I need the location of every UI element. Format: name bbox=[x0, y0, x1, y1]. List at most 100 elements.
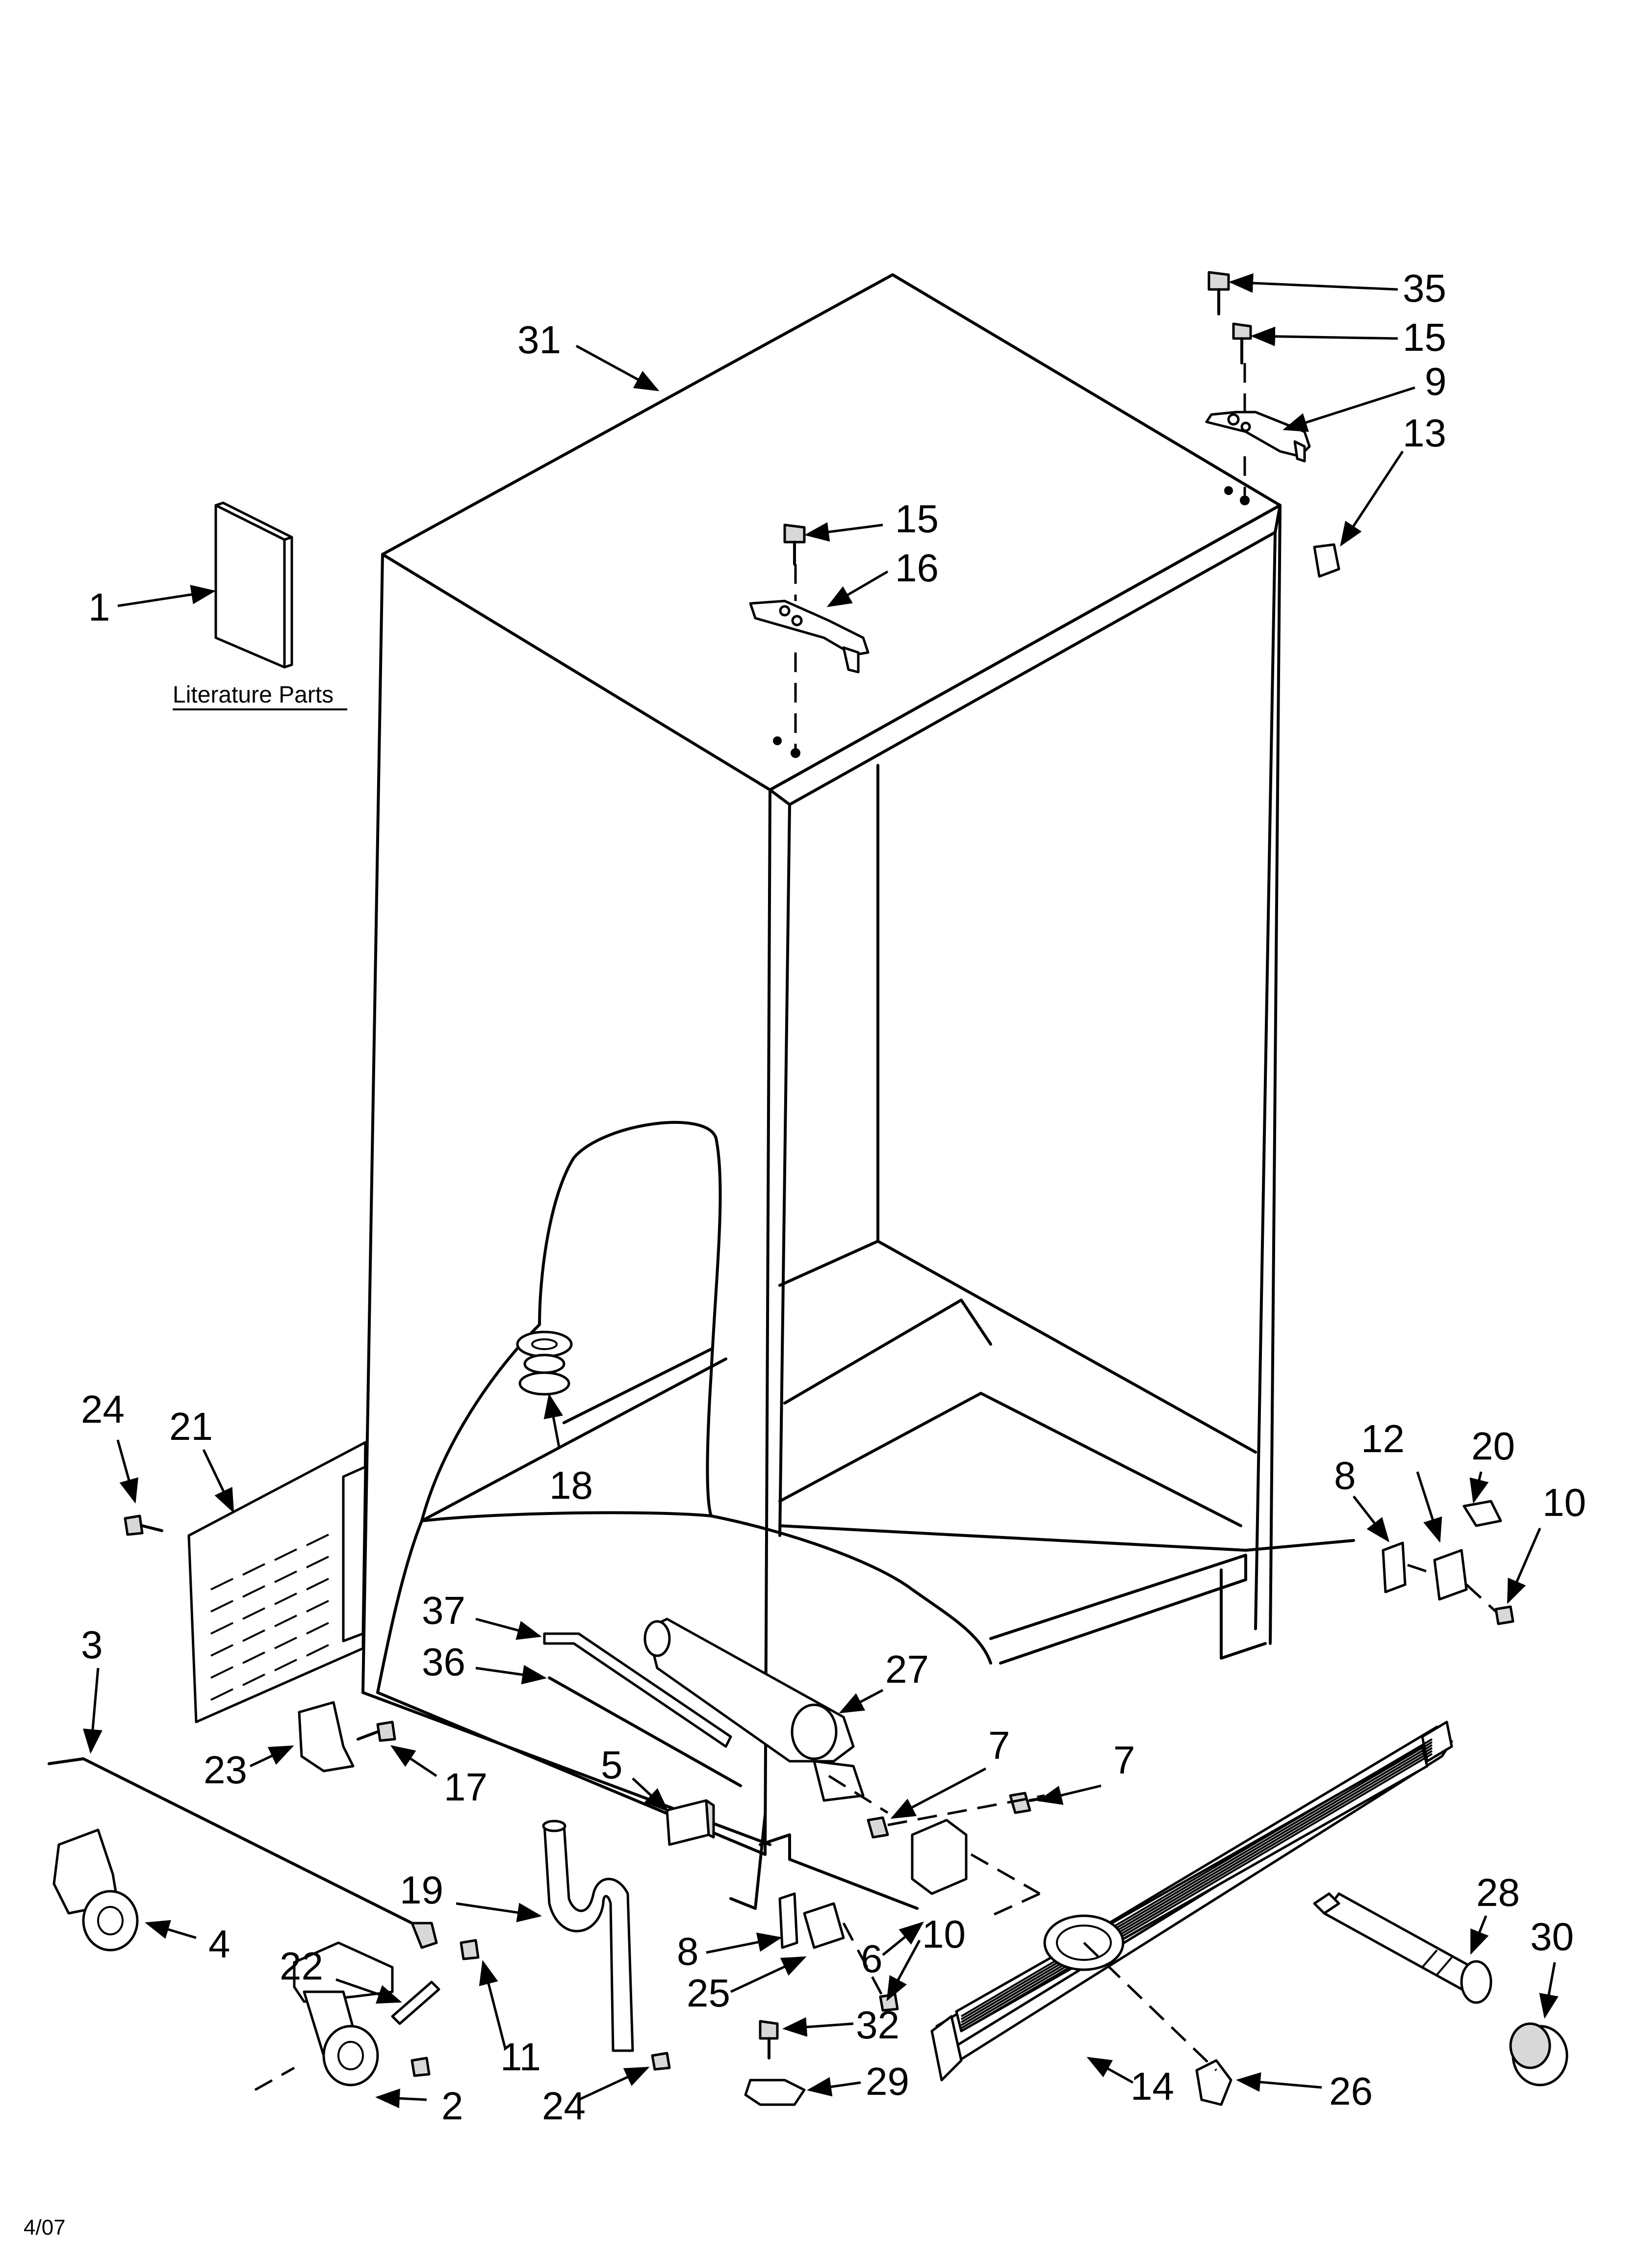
leader-c25 bbox=[730, 1956, 807, 1993]
leader-c21 bbox=[202, 1449, 234, 1513]
leader-lines bbox=[83, 273, 1559, 2109]
water-filter bbox=[1313, 1892, 1492, 2004]
vent-slot bbox=[274, 1570, 297, 1583]
leader-c22 bbox=[335, 1978, 402, 2004]
callout-c28: 28 bbox=[1476, 1871, 1520, 1914]
callout-c3: 3 bbox=[81, 1623, 103, 1667]
leader-c9 bbox=[1283, 386, 1415, 432]
leader-c37 bbox=[475, 1617, 542, 1640]
callout-c32: 32 bbox=[856, 2003, 899, 2047]
leader-c17 bbox=[390, 1745, 437, 1777]
vent-slot bbox=[210, 1578, 233, 1590]
callout-c23: 23 bbox=[204, 1748, 247, 1792]
vent-slot bbox=[274, 1637, 297, 1649]
leader-c5 bbox=[632, 1777, 669, 1812]
leader-c28 bbox=[1470, 1915, 1489, 1955]
leader-c36 bbox=[475, 1665, 547, 1685]
leader-c4 bbox=[145, 1920, 197, 1939]
defrost-component bbox=[666, 1799, 715, 1846]
grille-rib bbox=[960, 1741, 1433, 2020]
literature-parts: Literature Parts bbox=[173, 501, 347, 710]
vent-slot bbox=[242, 1673, 265, 1686]
callout-c4: 4 bbox=[208, 1922, 231, 1966]
callout-c35: 35 bbox=[1403, 266, 1446, 310]
callout-c31: 31 bbox=[517, 318, 561, 362]
filter-cap bbox=[1509, 2022, 1568, 2086]
leader-c35 bbox=[1229, 273, 1398, 293]
top-hinge-center bbox=[749, 523, 870, 758]
leader-c2 bbox=[375, 2088, 427, 2109]
callout-c29: 29 bbox=[866, 2059, 909, 2103]
grille-rib bbox=[960, 1750, 1433, 2029]
drain-grommet bbox=[516, 1330, 573, 1396]
leader-c8a bbox=[1353, 1495, 1390, 1542]
callout-c15b: 15 bbox=[895, 497, 939, 541]
callout-c20: 20 bbox=[1471, 1424, 1515, 1468]
vent-slot bbox=[274, 1615, 297, 1627]
callout-c17: 17 bbox=[444, 1765, 487, 1809]
drain-tube bbox=[542, 1820, 634, 2052]
vent-slot bbox=[306, 1556, 329, 1568]
vent-slot bbox=[210, 1688, 233, 1701]
vent-slot bbox=[274, 1548, 297, 1561]
bottom-hinge-hardware bbox=[410, 1500, 1514, 2106]
grille-rib bbox=[960, 1747, 1433, 2026]
callout-c15a: 15 bbox=[1403, 315, 1446, 359]
callout-c25: 25 bbox=[687, 1971, 730, 2015]
leader-c27 bbox=[839, 1689, 884, 1714]
vent-slot bbox=[210, 1622, 233, 1635]
leader-c7a bbox=[890, 1767, 987, 1819]
leader-c23 bbox=[249, 1745, 294, 1768]
callout-c8a: 8 bbox=[1334, 1454, 1356, 1497]
callout-c10b: 10 bbox=[922, 1912, 966, 1956]
callout-c14: 14 bbox=[1130, 2064, 1174, 2108]
vent-slot bbox=[210, 1666, 233, 1679]
callout-c9: 9 bbox=[1425, 360, 1447, 403]
leader-c18 bbox=[543, 1393, 564, 1448]
evaporator-housing bbox=[643, 1617, 865, 1802]
leader-c10b bbox=[886, 1939, 921, 2002]
callout-c22: 22 bbox=[280, 1944, 323, 1988]
callout-c26: 26 bbox=[1329, 2069, 1373, 2113]
callout-c5: 5 bbox=[601, 1743, 623, 1787]
leader-c30 bbox=[1539, 1962, 1559, 2019]
grille-rib bbox=[960, 1744, 1433, 2023]
leader-c12 bbox=[1416, 1471, 1442, 1543]
leader-c31 bbox=[575, 344, 660, 391]
leader-c8b bbox=[706, 1932, 782, 1954]
revision-date: 4/07 bbox=[24, 2216, 66, 2240]
leader-c11 bbox=[479, 1960, 507, 2049]
leader-c26 bbox=[1236, 2072, 1322, 2092]
callout-c27: 27 bbox=[885, 1647, 929, 1691]
cutaway-view bbox=[376, 1121, 992, 1910]
vent-slot bbox=[306, 1644, 329, 1657]
leader-c10a bbox=[1507, 1528, 1541, 1604]
vent-slot bbox=[242, 1629, 265, 1642]
front-roller bbox=[293, 1941, 440, 2086]
top-hinge-right bbox=[1205, 271, 1340, 578]
vent-slot bbox=[242, 1607, 265, 1620]
leader-c24a bbox=[116, 1439, 139, 1504]
leader-c20 bbox=[1469, 1471, 1489, 1504]
callout-c37: 37 bbox=[422, 1589, 465, 1632]
vent-slot bbox=[274, 1659, 297, 1671]
leader-c3 bbox=[83, 1668, 103, 1754]
vent-slot bbox=[306, 1578, 329, 1590]
vent-slot bbox=[274, 1592, 297, 1605]
callout-c11: 11 bbox=[500, 2035, 541, 2079]
vent-slot bbox=[242, 1563, 265, 1576]
rear-bracket bbox=[298, 1701, 396, 1773]
leader-c24b bbox=[578, 2066, 650, 2101]
assembly-lines bbox=[254, 1564, 1497, 2091]
vent-slot bbox=[242, 1651, 265, 1664]
leader-c13 bbox=[1340, 450, 1404, 547]
leader-c15a bbox=[1251, 326, 1398, 346]
vent-slot bbox=[306, 1600, 329, 1613]
leader-c16 bbox=[826, 570, 889, 607]
vent-slot bbox=[242, 1585, 265, 1598]
leveling-rod bbox=[48, 1757, 438, 1949]
grille-rib bbox=[960, 1738, 1433, 2017]
grille-rib bbox=[960, 1753, 1433, 2032]
